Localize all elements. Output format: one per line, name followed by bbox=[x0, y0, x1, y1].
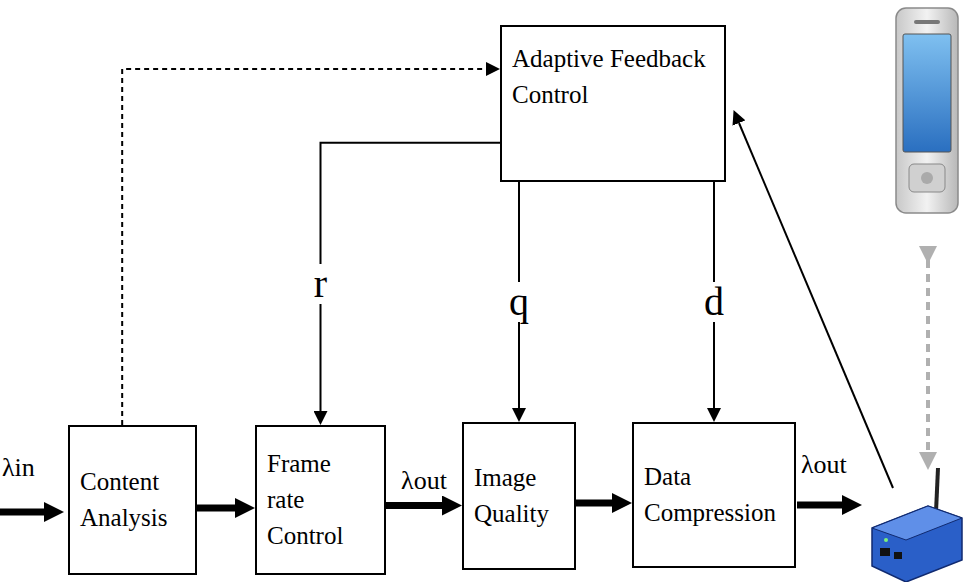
data-flow-arrow bbox=[197, 505, 235, 512]
input-arrow bbox=[0, 509, 44, 516]
output-arrow bbox=[797, 502, 842, 509]
signal-name: λout bbox=[801, 452, 847, 478]
data-flow-arrow bbox=[386, 502, 442, 509]
router-icon bbox=[872, 468, 962, 582]
box-label: Content Analysis bbox=[80, 464, 185, 537]
process-box: Content Analysis bbox=[68, 425, 197, 575]
parameter-label: d bbox=[701, 282, 727, 322]
data-flow-arrow bbox=[576, 500, 612, 507]
control-arrow bbox=[321, 143, 501, 411]
parameter-label: q bbox=[506, 282, 532, 322]
phone-icon bbox=[896, 8, 958, 213]
box-label: Adaptive Feedback Control bbox=[512, 41, 714, 114]
dashed-arrow bbox=[122, 69, 486, 425]
box-label: Data Compression bbox=[644, 459, 784, 532]
signal-name: λin bbox=[2, 455, 35, 481]
control-box: Adaptive Feedback Control bbox=[500, 25, 726, 182]
signal-name: λout bbox=[398, 468, 450, 494]
box-label: Image Quality bbox=[474, 460, 564, 533]
parameter-label: r bbox=[311, 264, 330, 304]
process-box: Frame rate Control bbox=[255, 425, 386, 575]
box-label: Frame rate Control bbox=[267, 446, 374, 555]
process-box: Image Quality bbox=[462, 422, 576, 570]
process-box: Data Compression bbox=[632, 422, 796, 568]
wireless-link bbox=[926, 246, 930, 452]
